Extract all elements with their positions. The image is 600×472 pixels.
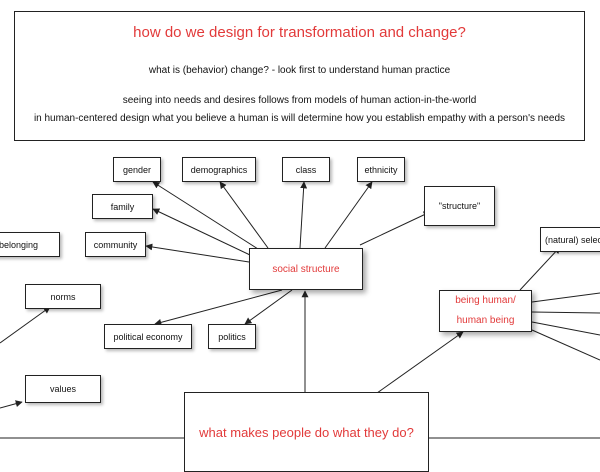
- header-line-1: what is (behavior) change? - look first …: [148, 65, 451, 76]
- edge-social-class: [299, 181, 308, 249]
- edge-being-human-right-1: [531, 292, 600, 303]
- being-human-line-2: human being: [456, 315, 515, 326]
- edge-social-politics: [244, 289, 293, 325]
- connector-layer: [0, 181, 600, 439]
- node-social-structure: social structure: [249, 248, 363, 290]
- edge-left-values: [0, 400, 23, 409]
- node-natural-selection: (natural) selec: [540, 227, 600, 252]
- edge-social-demographics: [219, 181, 269, 249]
- header-box: how do we design for transformation and …: [14, 11, 585, 141]
- being-human-line-1: being human/: [455, 295, 516, 306]
- node-values: values: [25, 375, 101, 403]
- edge-being-human-right-3: [531, 321, 600, 336]
- edge-social-ethnicity: [324, 181, 373, 249]
- node-class: class: [282, 157, 330, 182]
- header-line-2: seeing into needs and desires follows fr…: [122, 95, 477, 106]
- edge-social-family: [152, 208, 251, 256]
- edge-being-human-right-4: [531, 329, 600, 361]
- edge-social-community: [145, 243, 250, 263]
- edge-left-norms: [0, 306, 51, 344]
- node-family: family: [92, 194, 153, 219]
- node-being-human: being human/ human being: [439, 290, 532, 332]
- node-belonging: belonging: [0, 232, 60, 257]
- node-central-question: what makes people do what they do?: [184, 392, 429, 472]
- edge-being-human-right-2: [531, 311, 600, 314]
- edge-social-political-economy: [154, 289, 283, 326]
- node-ethnicity: ethnicity: [357, 157, 405, 182]
- node-gender: gender: [113, 157, 161, 182]
- node-demographics: demographics: [182, 157, 256, 182]
- node-norms: norms: [25, 284, 101, 309]
- diagram-title: how do we design for transformation and …: [133, 24, 466, 41]
- node-structure: "structure": [424, 186, 495, 226]
- edge-social-gender: [152, 181, 259, 250]
- header-line-3: in human-centered design what you believ…: [33, 113, 566, 124]
- edge-central-being-human: [369, 331, 464, 399]
- node-community: community: [85, 232, 146, 257]
- node-politics: politics: [208, 324, 256, 349]
- edge-being-human-selection: [519, 246, 561, 291]
- edge-social-structure: [359, 211, 431, 246]
- node-political-economy: political economy: [104, 324, 192, 349]
